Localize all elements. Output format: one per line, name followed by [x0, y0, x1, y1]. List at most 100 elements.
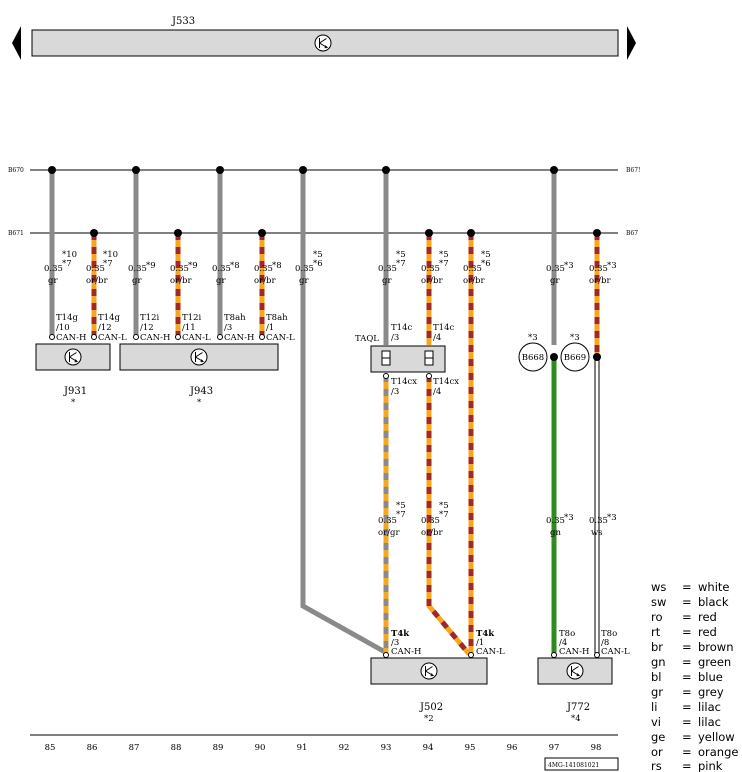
component-connector-dots — [49, 334, 265, 340]
component-j502-note: *2 — [424, 714, 434, 724]
svg-text:*6: *6 — [481, 259, 491, 269]
svg-text:*5: *5 — [481, 250, 491, 260]
svg-text:/1: /1 — [266, 323, 274, 333]
doc-id: 4MG-141081021 — [548, 762, 599, 769]
svg-text:0.35: 0.35 — [589, 516, 608, 526]
svg-text:*7: *7 — [103, 259, 113, 269]
svg-text:or/br: or/br — [254, 276, 276, 286]
svg-text:/11: /11 — [182, 323, 196, 333]
svg-text:*9: *9 — [146, 261, 156, 271]
pin-93b-label: T14cx/3 — [391, 377, 417, 397]
svg-text:lilac: lilac — [698, 715, 721, 729]
svg-text:ws: ws — [651, 580, 666, 594]
control-unit-icon — [420, 662, 438, 680]
svg-text:brown: brown — [698, 640, 734, 654]
svg-text:gr: gr — [299, 276, 309, 286]
svg-text:*5: *5 — [439, 501, 449, 511]
svg-text:T4k: T4k — [476, 629, 495, 639]
svg-text:or/gr: or/gr — [378, 528, 400, 538]
pin-94a-label: T14c/4 — [433, 323, 454, 343]
svg-text:=: = — [682, 759, 692, 772]
svg-text:bl: bl — [651, 670, 662, 684]
svg-text:*6: *6 — [313, 259, 323, 269]
svg-text:gr: gr — [132, 276, 142, 286]
svg-text:/1: /1 — [476, 638, 484, 648]
svg-text:CAN-L: CAN-L — [266, 333, 295, 343]
gateway-icon — [314, 34, 332, 52]
svg-text:gr: gr — [382, 276, 392, 286]
component-j931-label: J931 — [63, 386, 87, 397]
track-90: 90 — [255, 743, 266, 753]
svg-text:/12: /12 — [98, 323, 112, 333]
svg-text:CAN-L: CAN-L — [601, 647, 630, 657]
bus-b670-left: B670 — [8, 167, 24, 174]
svg-text:/10: /10 — [56, 323, 70, 333]
component-b668-note: *3 — [528, 333, 538, 343]
svg-text:*10: *10 — [103, 250, 118, 260]
svg-text:0.35: 0.35 — [170, 264, 189, 274]
svg-text:=: = — [682, 625, 692, 639]
svg-text:lilac: lilac — [698, 700, 721, 714]
component-j772-note: *4 — [571, 714, 581, 724]
svg-text:T8o: T8o — [601, 629, 617, 639]
svg-text:0.35: 0.35 — [546, 264, 565, 274]
svg-text:0.35: 0.35 — [254, 264, 273, 274]
svg-text:=: = — [682, 640, 692, 654]
bottom-connector-dots — [383, 652, 600, 658]
svg-text:*10: *10 — [62, 250, 77, 260]
bus-arrow-left-icon — [12, 26, 21, 60]
svg-text:=: = — [682, 745, 692, 759]
svg-text:T12i: T12i — [182, 313, 201, 323]
svg-text:blue: blue — [698, 670, 723, 684]
svg-text:vi: vi — [651, 715, 661, 729]
svg-text:yellow: yellow — [698, 730, 735, 744]
svg-text:br: br — [651, 640, 663, 654]
svg-text:T12i: T12i — [140, 313, 159, 323]
svg-text:*7: *7 — [396, 259, 406, 269]
svg-text:gr: gr — [216, 276, 226, 286]
svg-text:*3: *3 — [564, 261, 574, 271]
svg-text:li: li — [651, 700, 657, 714]
svg-text:or/br: or/br — [421, 528, 443, 538]
svg-text:or/br: or/br — [589, 276, 611, 286]
svg-text:T14g: T14g — [98, 313, 120, 323]
svg-text:0.35: 0.35 — [463, 264, 482, 274]
svg-text:*8: *8 — [272, 261, 282, 271]
svg-text:0.35: 0.35 — [44, 264, 63, 274]
svg-text:0.35: 0.35 — [86, 264, 105, 274]
grey-wires — [49, 170, 557, 655]
svg-text:0.35: 0.35 — [421, 516, 440, 526]
track-85: 85 — [45, 743, 56, 753]
svg-text:orange: orange — [698, 745, 738, 759]
svg-text:or/br: or/br — [86, 276, 108, 286]
color-legend: ws=white sw=black ro=red rt=red br=brown… — [651, 580, 738, 772]
component-b669 — [560, 342, 590, 372]
svg-text:=: = — [682, 685, 692, 699]
svg-text:0.35: 0.35 — [378, 264, 397, 274]
svg-text:=: = — [682, 595, 692, 609]
svg-text:T8ah: T8ah — [266, 313, 288, 323]
svg-text:=: = — [682, 715, 692, 729]
svg-text:black: black — [698, 595, 729, 609]
svg-text:T8o: T8o — [559, 629, 575, 639]
taql-pins — [381, 350, 434, 366]
component-j502-box — [370, 657, 488, 685]
svg-text:CAN-L: CAN-L — [98, 333, 127, 343]
svg-text:T4k: T4k — [391, 629, 410, 639]
svg-text:or/br: or/br — [463, 276, 485, 286]
svg-text:*3: *3 — [564, 513, 574, 523]
svg-text:T14cx: T14cx — [433, 377, 459, 387]
svg-text:T14c: T14c — [433, 323, 454, 333]
track-95: 95 — [465, 743, 476, 753]
svg-text:grey: grey — [698, 685, 724, 699]
